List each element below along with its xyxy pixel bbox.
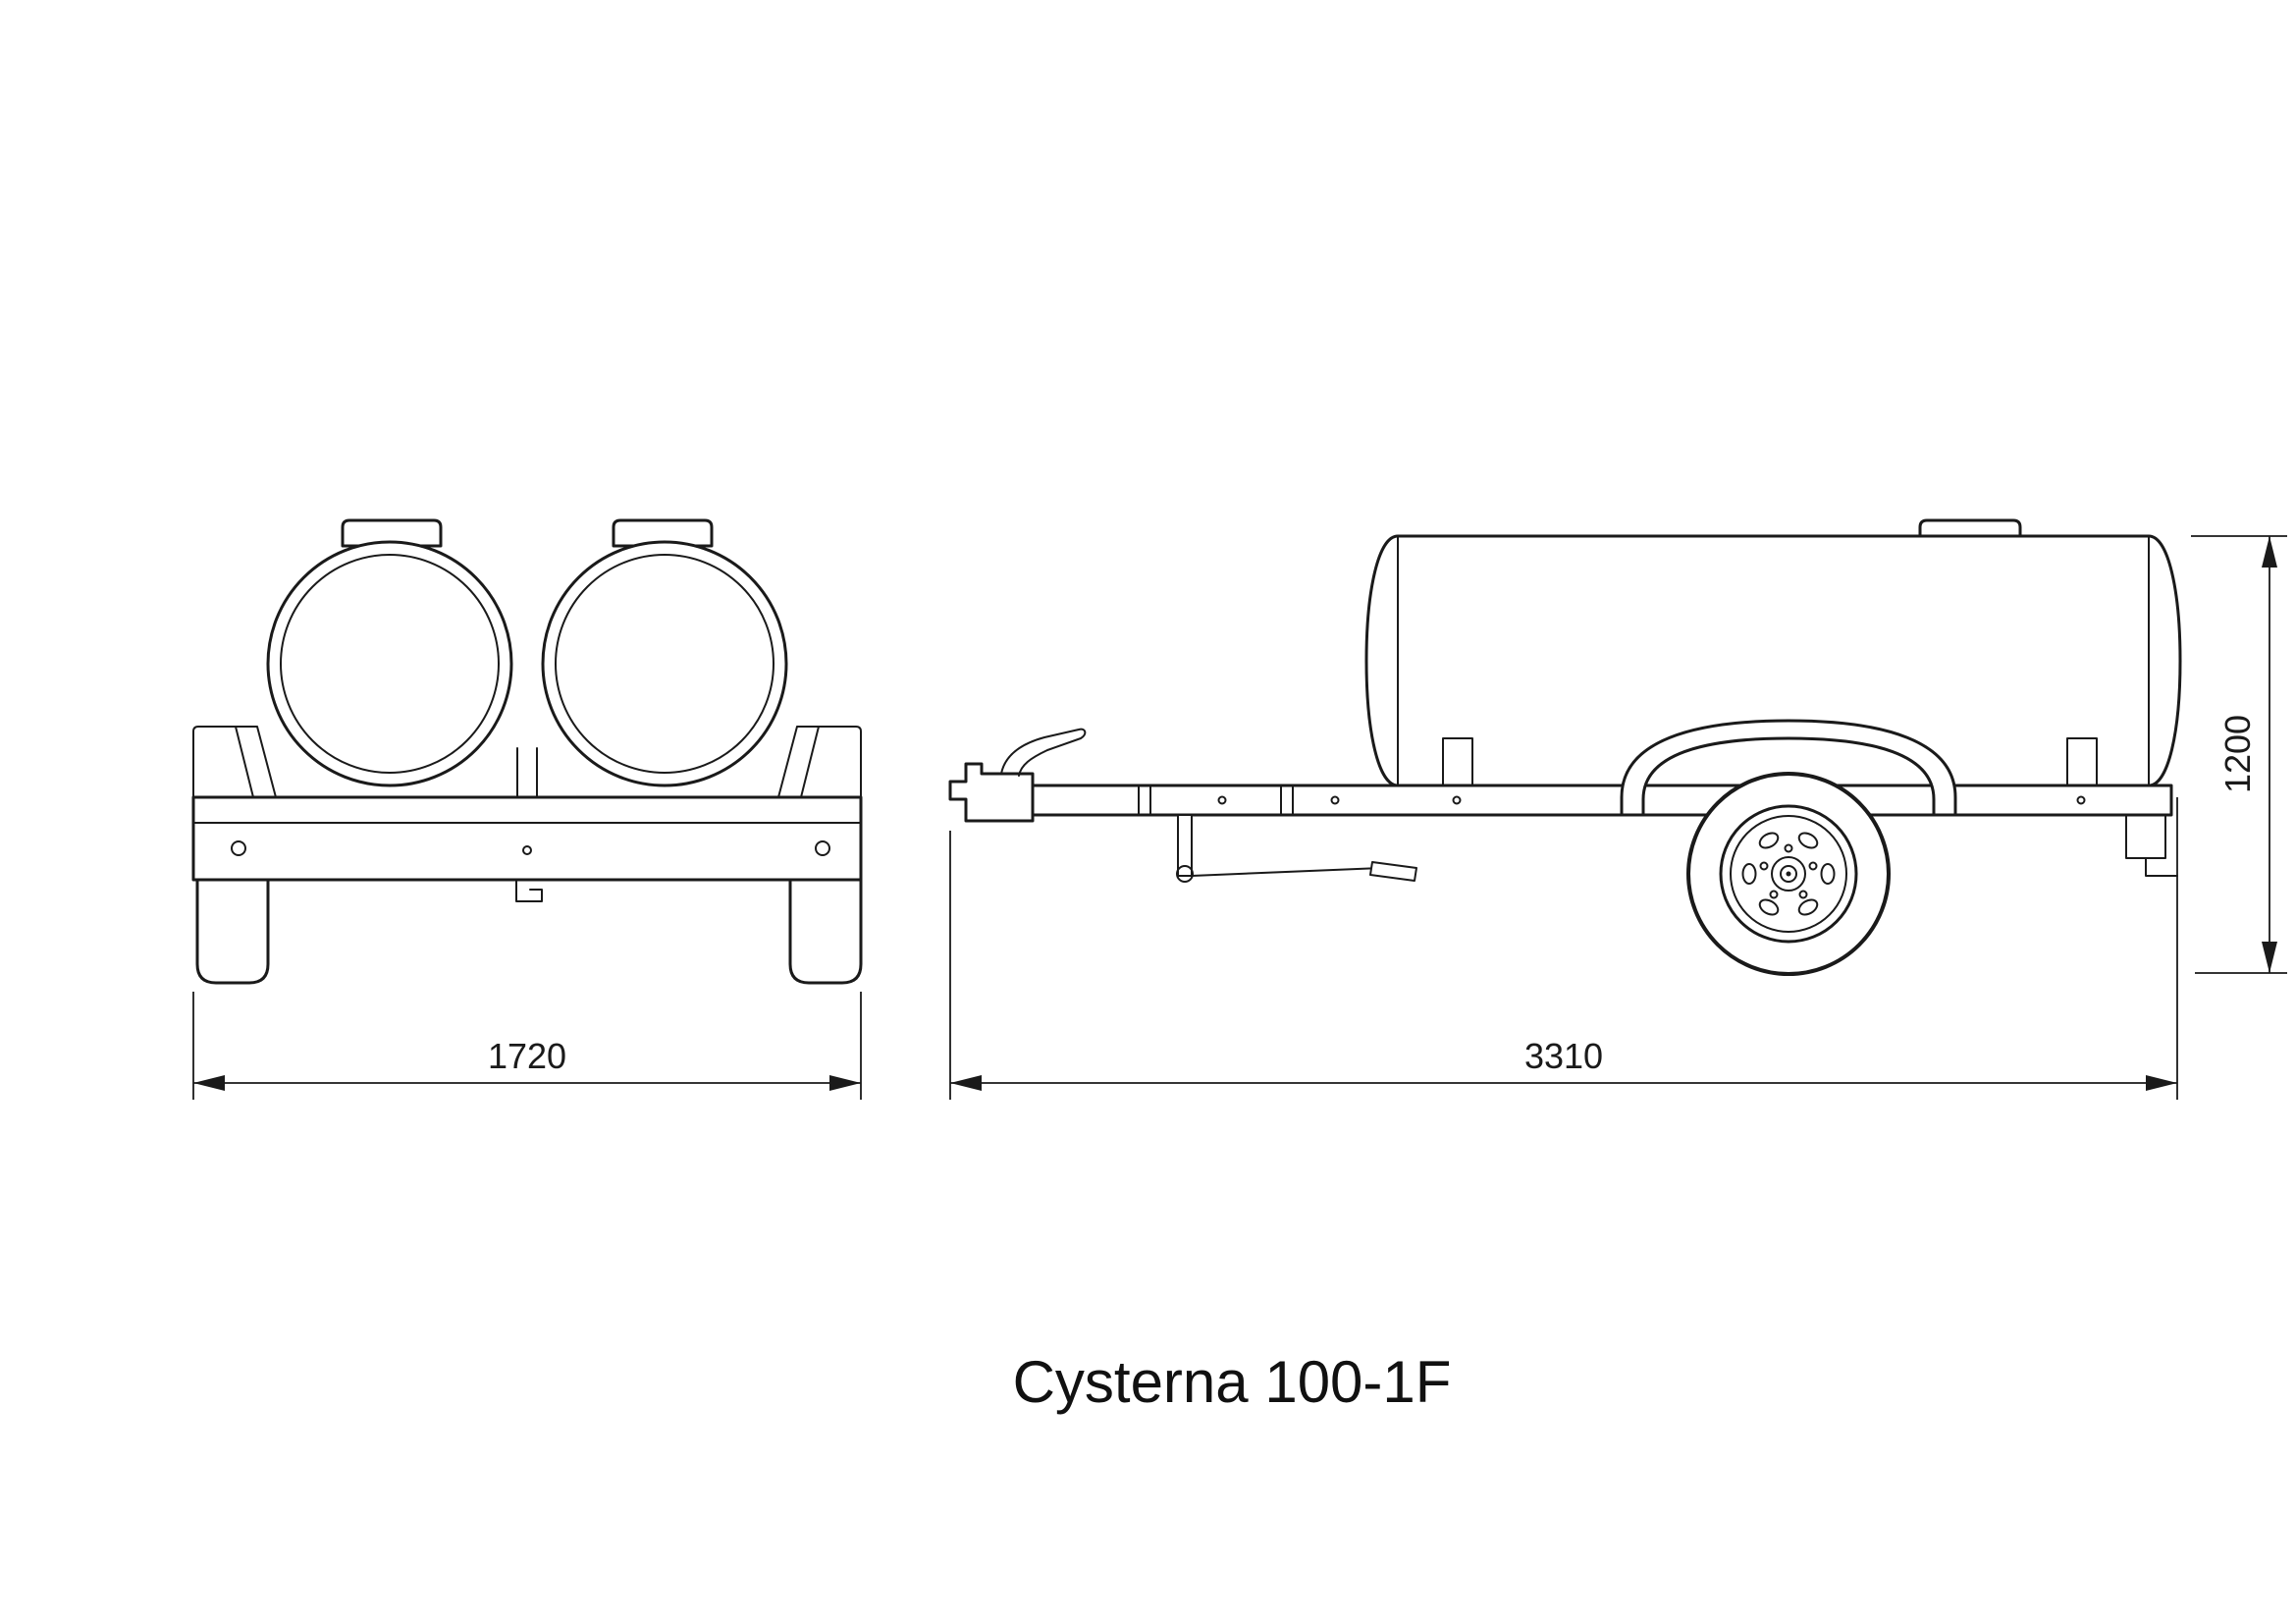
front-wheel-right bbox=[788, 878, 863, 985]
side-chassis-beam bbox=[1024, 784, 2173, 817]
front-wheel-left bbox=[195, 878, 270, 985]
tank-circle-outer-right bbox=[541, 540, 788, 787]
tank-circle-inner-right bbox=[555, 554, 774, 774]
side-hitch-coupler bbox=[948, 728, 1087, 823]
front-center-bracket bbox=[516, 747, 538, 798]
front-fender-right bbox=[777, 726, 862, 798]
beam-bolt-3 bbox=[1452, 795, 1462, 805]
front-frame-beam bbox=[191, 795, 863, 902]
tank-bracket-front bbox=[1442, 737, 1473, 786]
dimension-1720: 1720 bbox=[192, 992, 862, 1100]
dimension-label-length: 3310 bbox=[1524, 1036, 1603, 1076]
front-view: 1720 bbox=[191, 518, 863, 1100]
front-tank-end-left bbox=[266, 540, 513, 787]
beam-bolt-1 bbox=[1217, 795, 1227, 805]
tank-circle-inner-left bbox=[280, 554, 500, 774]
bolt-hole-center bbox=[522, 845, 532, 855]
rim-edge bbox=[1730, 815, 1847, 933]
drawing-title: Cysterna 100-1F bbox=[1013, 1349, 1452, 1415]
dimension-label-width: 1720 bbox=[488, 1036, 566, 1076]
hub bbox=[1759, 843, 1818, 899]
front-filler-cap-left bbox=[341, 518, 443, 548]
tire-inner bbox=[1719, 804, 1858, 944]
side-rear-bracket bbox=[2125, 814, 2178, 877]
tank-circle-outer-left bbox=[266, 540, 513, 787]
beam-bolt-2 bbox=[1330, 795, 1340, 805]
side-tank bbox=[1364, 534, 2182, 787]
front-filler-cap-right bbox=[612, 518, 714, 548]
beam-bolt-4 bbox=[2076, 795, 2086, 805]
bolt-hole-right bbox=[815, 840, 830, 856]
dimension-3310: 3310 bbox=[949, 797, 2178, 1100]
dimension-label-height: 1200 bbox=[2217, 715, 2258, 793]
tank-bracket-rear bbox=[2066, 737, 2098, 786]
bolt-hole-left bbox=[231, 840, 246, 856]
front-center-hook bbox=[515, 879, 543, 902]
side-wheel bbox=[1686, 772, 1891, 976]
side-mudguard bbox=[1620, 719, 1957, 817]
rim-vent-holes bbox=[1741, 832, 1836, 916]
front-fender-left bbox=[192, 726, 277, 798]
dimension-1200: 1200 bbox=[2191, 535, 2287, 974]
side-manhole bbox=[1918, 518, 2022, 540]
hitch-handle bbox=[1000, 728, 1087, 777]
side-jockey-crank bbox=[1176, 814, 1417, 883]
front-tank-end-right bbox=[541, 540, 788, 787]
side-view: 3310 1200 bbox=[948, 518, 2287, 1100]
